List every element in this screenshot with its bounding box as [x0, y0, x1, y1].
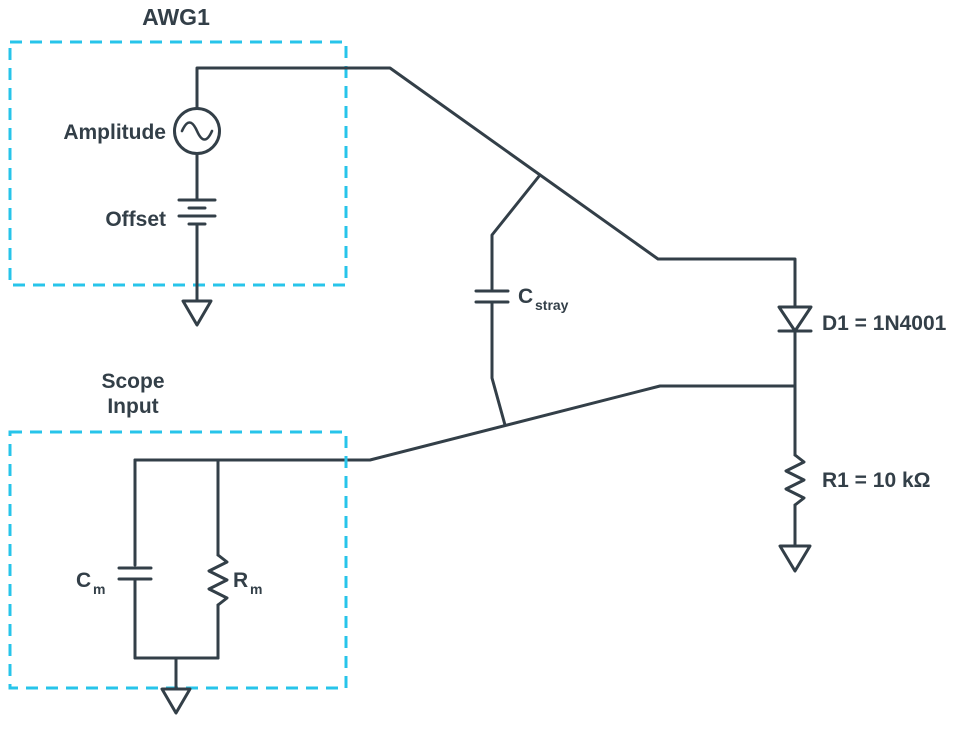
cm-label-sub: m: [93, 581, 105, 597]
scope-label-line1: Scope: [101, 370, 164, 393]
amplitude-label: Amplitude: [63, 121, 166, 144]
offset-label: Offset: [105, 208, 166, 231]
resistor-rm-symbol: [207, 553, 229, 607]
scope-box: [8, 430, 348, 690]
rm-label-sub: m: [250, 581, 262, 597]
scope-label-line2: Input: [107, 395, 158, 418]
wire-cstray-top: [490, 173, 542, 291]
resistor-r1-symbol: [784, 453, 806, 507]
cstray-label-base: C: [518, 285, 533, 308]
ground-awg-icon: [181, 299, 213, 327]
sine-wave-icon: [180, 121, 214, 141]
wire-scope-bottom: [133, 656, 220, 690]
cstray-label-sub: stray: [535, 297, 569, 313]
r1-label: R1 = 10 kΩ: [822, 469, 931, 492]
ground-scope-icon: [160, 687, 192, 715]
battery-offset-symbol: [177, 198, 217, 226]
rm-label-base: R: [233, 569, 248, 592]
awg1-box: [8, 40, 348, 287]
capacitor-cm-symbol: [117, 566, 153, 581]
d1-label: D1 = 1N4001: [822, 312, 947, 335]
wire-cstray-bottom: [490, 300, 507, 427]
ground-r1-icon: [778, 544, 812, 573]
awg1-title: AWG1: [142, 4, 210, 30]
capacitor-cstray-symbol: [474, 289, 510, 304]
wire-top: [195, 66, 797, 309]
wire-middle: [133, 384, 797, 462]
diode-d1-symbol: [777, 305, 813, 333]
cm-label-base: C: [76, 569, 91, 592]
